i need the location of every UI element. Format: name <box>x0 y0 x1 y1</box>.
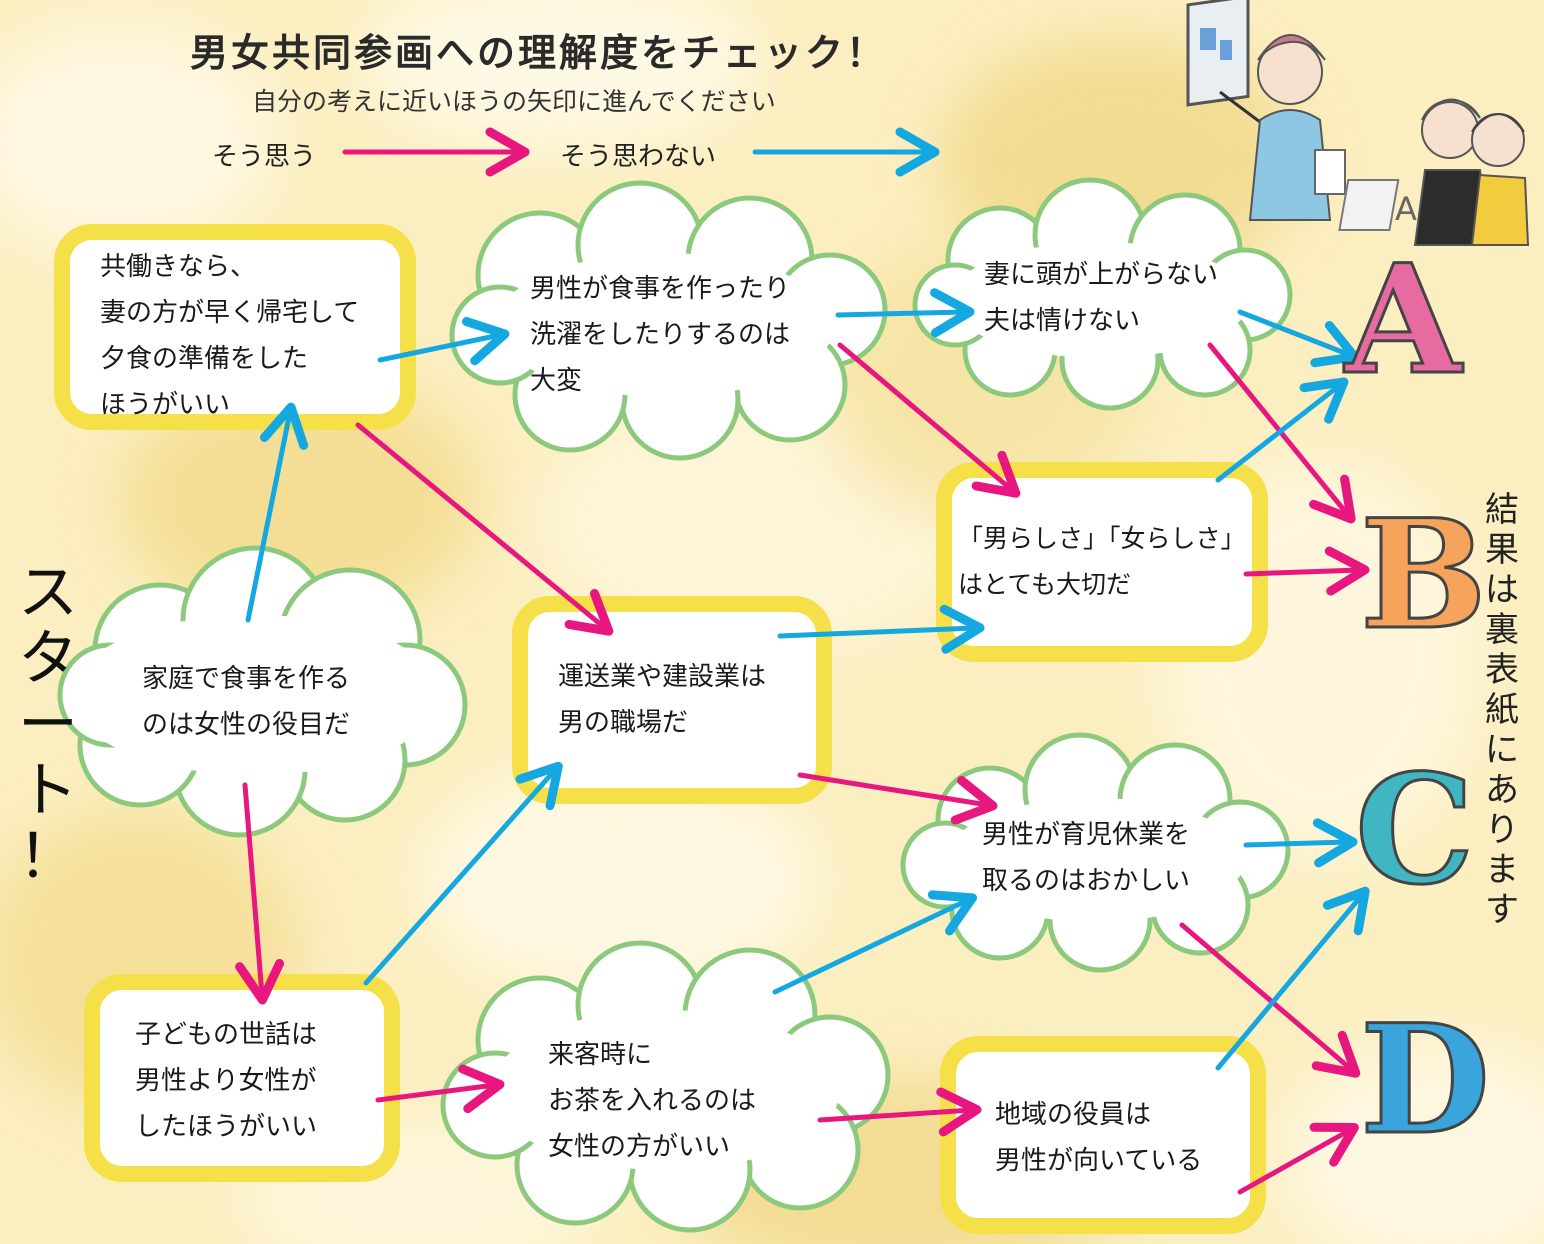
node-transport-line: 運送業や建設業は <box>558 662 767 692</box>
result-note-char: 結 <box>1485 490 1519 530</box>
node-manliness: 「男らしさ」「女らしさ」 はとても大切だ <box>958 516 1246 608</box>
page-title: 男女共同参画への理解度をチェック！ <box>190 31 888 75</box>
box-transport <box>512 596 832 804</box>
node-tea: 来客時に お茶を入れるのは 女性の方がいい <box>548 1032 756 1170</box>
legend-no-label: そう思わない <box>560 142 717 172</box>
node-dual-income-line: 夕食の準備をした <box>100 344 309 374</box>
node-home-meal: 家庭で食事を作る のは女性の役目だ <box>142 656 350 748</box>
box-dual-income <box>54 224 416 430</box>
node-child-care-line: したほうがいい <box>135 1112 318 1142</box>
legend-yes-label: そう思う <box>212 142 317 172</box>
node-community: 地域の役員は 男性が向いている <box>995 1092 1202 1184</box>
node-men-chores-line: 大変 <box>530 366 583 396</box>
start-label-char: タ <box>18 624 78 694</box>
result-note-char: 果 <box>1485 530 1519 570</box>
node-paternity: 男性が育児休業を 取るのはおかしい <box>982 812 1190 904</box>
node-tea-line: お茶を入れるのは <box>548 1086 757 1116</box>
node-transport-line: 男の職場だ <box>558 708 689 738</box>
result-note-char: は <box>1485 570 1519 610</box>
node-transport: 運送業や建設業は 男の職場だ <box>558 654 766 746</box>
node-manliness-line: はとても大切だ <box>958 570 1132 599</box>
page-subtitle: 自分の考えに近いほうの矢印に進んでください <box>252 87 776 116</box>
node-shapes <box>54 177 1293 1234</box>
cloud-tea <box>440 940 891 1233</box>
node-home-meal-line: のは女性の役目だ <box>142 710 351 740</box>
presenter-illustration: A <box>1186 0 1530 246</box>
node-home-meal-line: 家庭で食事を作る <box>142 664 351 694</box>
node-dual-income-line: 共働きなら、 <box>100 252 257 282</box>
node-community-line: 地域の役員は <box>995 1100 1152 1130</box>
node-tea-line: 女性の方がいい <box>548 1132 731 1162</box>
node-tea-line: 来客時に <box>548 1040 653 1070</box>
result-d: D <box>1358 992 1491 1168</box>
result-note-char: す <box>1485 890 1519 930</box>
result-note-char: 裏 <box>1485 610 1519 650</box>
presenter-body <box>1248 109 1332 221</box>
start-label: スタート！ <box>18 560 78 890</box>
node-men-chores-line: 洗濯をしたりするのは <box>530 320 791 350</box>
node-manliness-line: 「男らしさ」「女らしさ」 <box>958 524 1246 553</box>
start-label-char: ー <box>18 690 78 760</box>
board-chart-icon <box>1200 28 1216 50</box>
svg-text:A: A <box>1395 190 1417 228</box>
result-b: B <box>1359 487 1489 663</box>
result-note-char: り <box>1485 810 1519 850</box>
node-men-chores: 男性が食事を作ったり 洗濯をしたりするのは 大変 <box>530 266 790 404</box>
result-note-char: あ <box>1485 770 1519 810</box>
result-c: C <box>1353 742 1475 918</box>
node-child-care-line: 男性より女性が <box>135 1066 317 1096</box>
node-dual-income: 共働きなら、 妻の方が早く帰宅して 夕食の準備をした ほうがいい <box>100 244 359 428</box>
start-label-char: ト <box>18 756 78 826</box>
node-child-care-line: 子どもの世話は <box>135 1020 318 1050</box>
result-note-char: ま <box>1485 850 1519 890</box>
node-paternity-line: 男性が育児休業を <box>982 820 1191 850</box>
node-wife-head-line: 夫は情けない <box>984 306 1141 336</box>
node-wife-head: 妻に頭が上がらない 夫は情けない <box>984 252 1218 344</box>
node-dual-income-line: 妻の方が早く帰宅して <box>100 298 360 328</box>
result-note-char: 表 <box>1485 650 1519 690</box>
start-label-char: ！ <box>18 822 78 892</box>
start-label-char: ス <box>18 558 78 628</box>
node-wife-head-line: 妻に頭が上がらない <box>984 260 1219 290</box>
node-men-chores-line: 男性が食事を作ったり <box>530 274 791 304</box>
box-manliness <box>936 462 1268 662</box>
node-child-care: 子どもの世話は 男性より女性が したほうがいい <box>135 1012 317 1150</box>
node-community-line: 男性が向いている <box>995 1146 1203 1176</box>
result-note-char: に <box>1485 730 1519 770</box>
cloud-paternity <box>900 732 1291 973</box>
result-note-char: 紙 <box>1485 690 1519 730</box>
result-note: 結果は裏表紙にあります <box>1480 490 1524 930</box>
node-paternity-line: 取るのはおかしい <box>982 866 1191 896</box>
result-a: A <box>1343 232 1462 408</box>
node-dual-income-line: ほうがいい <box>100 390 231 420</box>
cloud-men-chores <box>449 180 888 461</box>
